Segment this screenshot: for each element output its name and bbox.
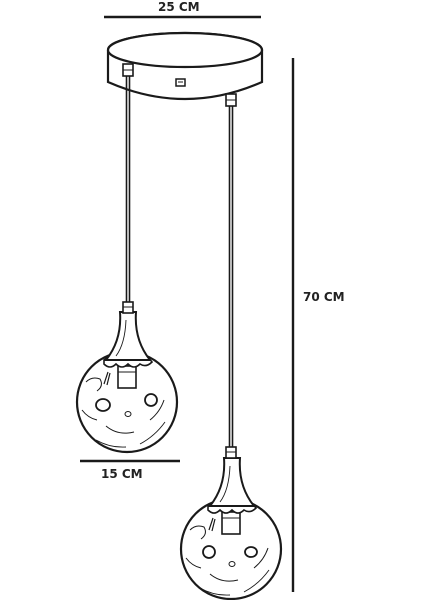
- canopy-width-label: 25 CM: [158, 0, 200, 14]
- right-cord: [228, 106, 234, 448]
- globe-diameter-label: 15 CM: [101, 467, 143, 481]
- total-height-label: 70 CM: [303, 290, 345, 304]
- ceiling-canopy: [106, 31, 264, 100]
- left-pendant: [75, 301, 179, 454]
- left-cord-grip: [122, 63, 134, 77]
- left-cord: [125, 76, 131, 304]
- right-pendant: [179, 446, 283, 600]
- right-cord-grip: [225, 93, 237, 107]
